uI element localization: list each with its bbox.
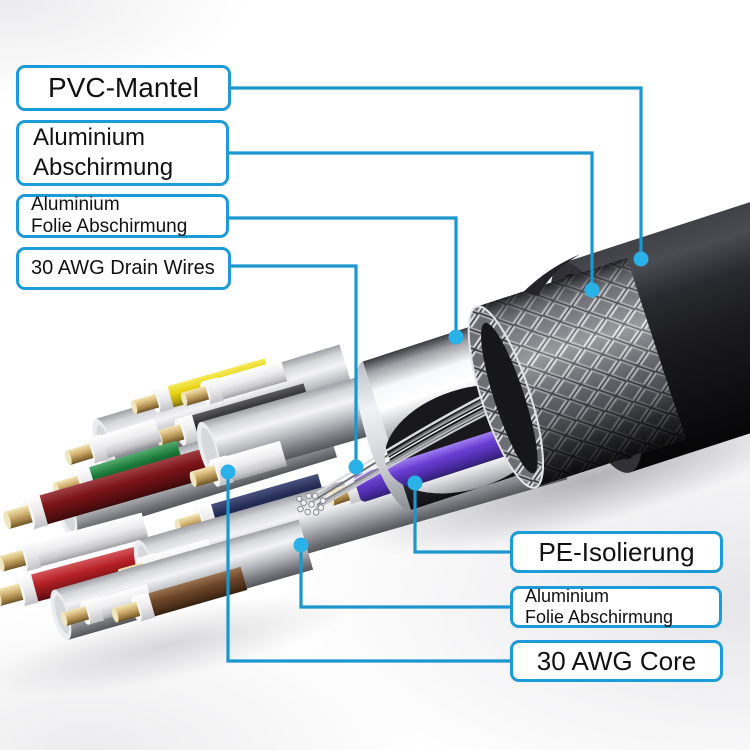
callout-line-folie-rechts (299, 545, 510, 609)
callout-line-drain-wires (231, 264, 358, 467)
wire-white-a (181, 360, 288, 407)
label-drain-wires: 30 AWG Drain Wires (16, 247, 231, 290)
wire-white-d (61, 584, 153, 627)
label-text: PE-Isolierung (538, 536, 695, 567)
label-text-line1: Aluminium (525, 586, 610, 607)
callout-dot-folie-links (448, 329, 464, 345)
label-aluminium-abschirmung: Aluminium Abschirmung (16, 120, 229, 186)
label-awg-core: 30 AWG Core (510, 640, 723, 682)
label-text-line1: Aluminium (31, 194, 120, 216)
callout-dot-folie-rechts (293, 537, 309, 553)
callout-lines (220, 86, 649, 663)
wires-shadow (0, 594, 352, 696)
callout-dot-pvc-mantel (633, 251, 649, 267)
callout-line-pe-isolierung (413, 483, 510, 554)
callout-dot-aluminium-abschirmung (584, 282, 600, 298)
label-text-line1: Aluminium (33, 124, 146, 151)
wire-brown (111, 566, 248, 623)
label-text: PVC-Mantel (48, 72, 199, 103)
callout-line-awg-core (226, 472, 510, 663)
jacket-rim-crescent (524, 254, 581, 297)
braid-shield (467, 254, 686, 489)
wire-white-w (0, 512, 149, 572)
label-aluminium-folie-abschirmung-left: Aluminium Folie Abschirmung (16, 194, 229, 238)
callout-dot-awg-core (220, 464, 236, 480)
label-pe-isolierung: PE-Isolierung (510, 531, 723, 573)
callout-dot-drain-wires (348, 459, 364, 475)
wire-red (0, 546, 141, 607)
callout-line-folie-links (229, 216, 458, 337)
label-text-line2: Folie Abschirmung (31, 216, 188, 237)
label-pvc-mantel: PVC-Mantel (16, 65, 231, 111)
wire-white-b (64, 418, 162, 465)
label-text-line2: Abschirmung (33, 154, 174, 181)
callout-dot-pe-isolierung (407, 475, 423, 491)
callout-line-aluminium-abschirmung (229, 151, 594, 290)
drain-wire-tip (296, 492, 327, 516)
label-aluminium-folie-abschirmung-right: Aluminium Folie Abschirmung (510, 586, 722, 628)
label-text: 30 AWG Core (536, 645, 697, 676)
label-text: 30 AWG Drain Wires (31, 257, 215, 279)
callout-line-pvc-mantel (231, 86, 643, 259)
label-text-line2: Folie Abschirmung (525, 607, 674, 627)
